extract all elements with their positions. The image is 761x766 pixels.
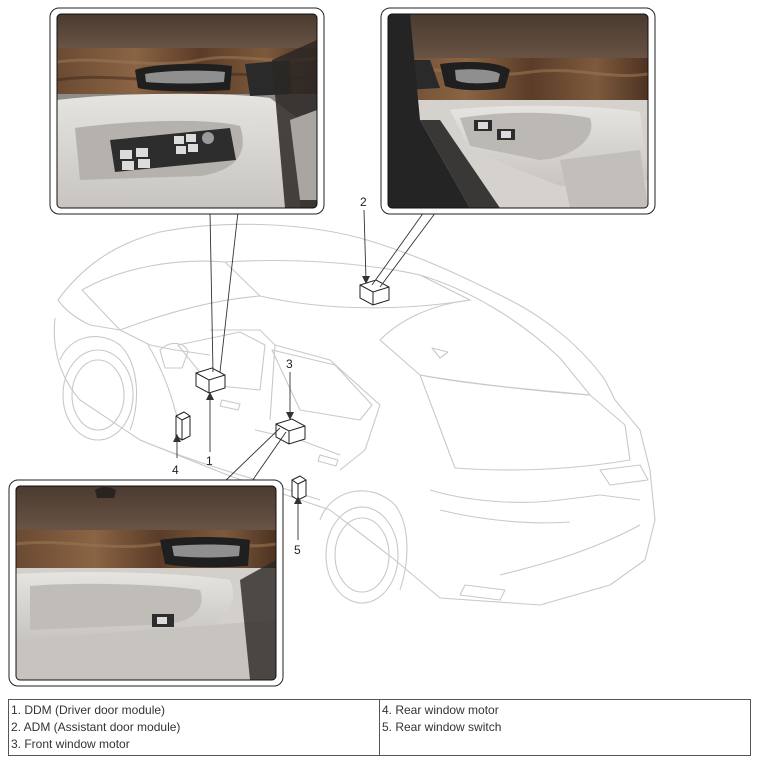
legend-item-front-window-motor: 3. Front window motor (11, 737, 130, 751)
callout-5: 5 (294, 543, 301, 557)
adm-module (359, 279, 390, 306)
callout-1: 1 (206, 454, 213, 468)
rear-door-photo (8, 479, 284, 687)
legend-column-right: 4. Rear window motor 5. Rear window swit… (379, 700, 750, 755)
vehicle-outline (53, 223, 656, 606)
ddm-module (195, 367, 226, 394)
callout-2: 2 (360, 195, 367, 209)
legend-item-ddm: 1. DDM (Driver door module) (11, 703, 166, 717)
rear-window-switch (291, 475, 307, 501)
legend-item-adm: 2. ADM (Assistant door module) (11, 720, 181, 734)
door-module-location-diagram: 1 2 3 4 5 (8, 7, 656, 687)
callout-4: 4 (172, 463, 179, 477)
legend-item-rear-window-switch: 5. Rear window switch (382, 720, 502, 734)
leader-lines (176, 209, 437, 540)
callout-3: 3 (286, 357, 293, 371)
leader-arrowheads (173, 276, 370, 504)
legend-item-rear-window-motor: 4. Rear window motor (382, 703, 499, 717)
legend-column-left: 1. DDM (Driver door module) 2. ADM (Assi… (9, 700, 379, 755)
assistant-door-photo (380, 7, 656, 215)
front-window-motor (275, 418, 306, 445)
driver-door-photo (49, 7, 325, 215)
legend-table: 1. DDM (Driver door module) 2. ADM (Assi… (8, 699, 751, 756)
rear-window-motor (175, 411, 191, 441)
